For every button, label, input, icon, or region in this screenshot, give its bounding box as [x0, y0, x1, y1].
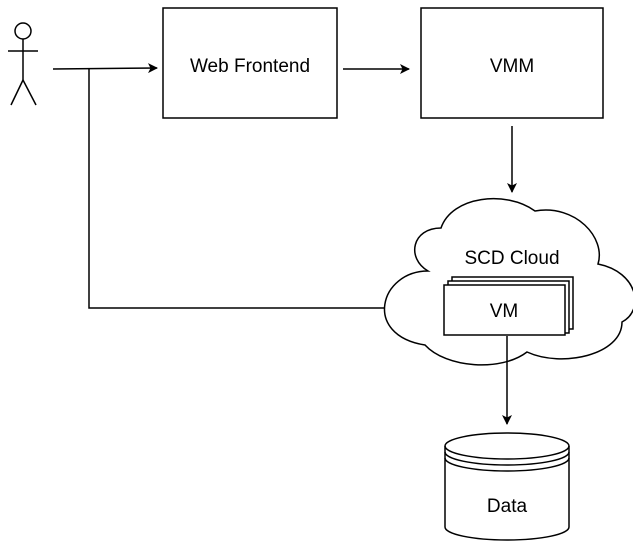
vmm-label: VMM [490, 56, 534, 77]
user-actor-icon [8, 22, 38, 106]
web-frontend-label: Web Frontend [190, 56, 310, 77]
web-frontend-node: Web Frontend [162, 7, 338, 119]
arrow-user-to-web-frontend [52, 63, 158, 74]
vm-box-front [443, 284, 566, 336]
vmm-node: VMM [420, 7, 604, 119]
scd-cloud-label: SCD Cloud [464, 248, 559, 269]
database-cylinder-icon [444, 432, 570, 541]
data-label: Data [487, 496, 528, 517]
vm-node: VM [443, 276, 574, 336]
data-storage-node: Data [444, 432, 570, 541]
arrow-user-to-vm [88, 69, 438, 313]
vm-label: VM [490, 301, 519, 322]
